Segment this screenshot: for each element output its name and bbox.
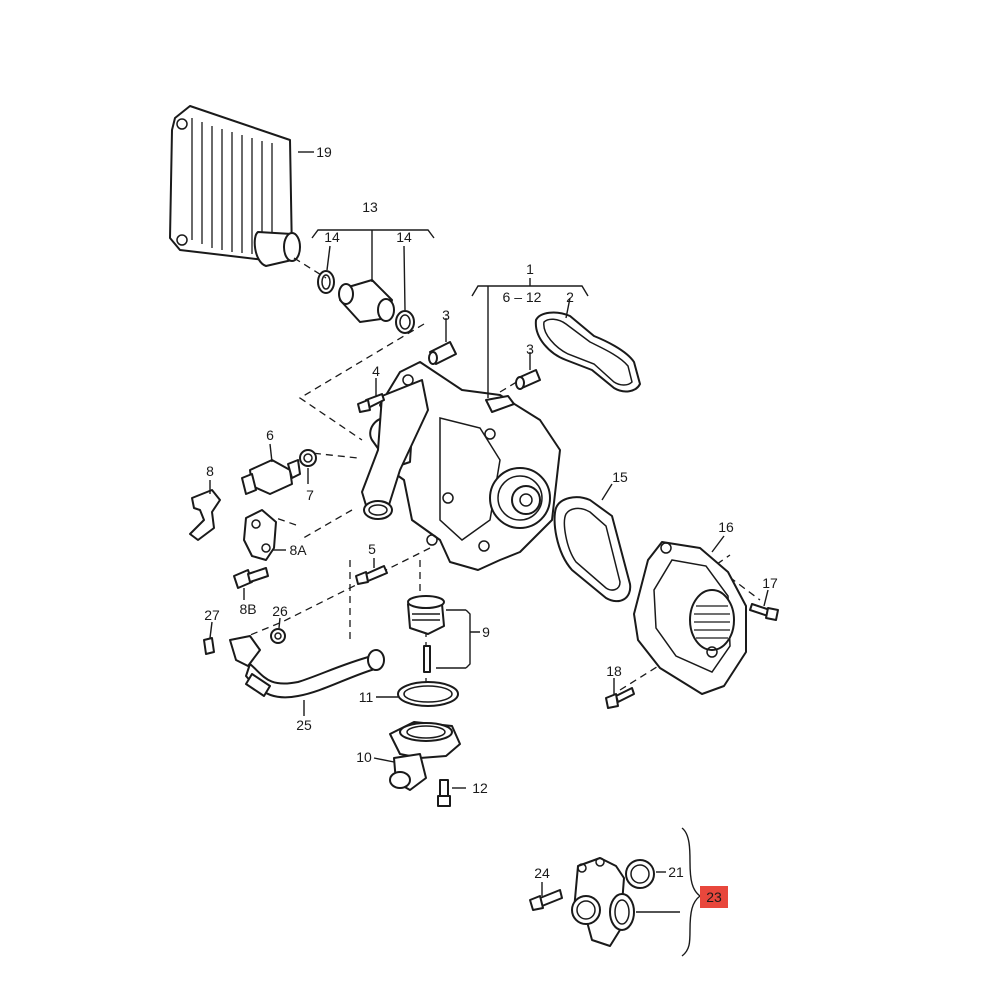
bolt-part-27 <box>203 621 215 655</box>
bolt-part-5 <box>355 558 388 585</box>
callout-25: 25 <box>296 717 312 733</box>
bolt-part-24 <box>529 882 563 911</box>
o-ring-part-11 <box>376 681 459 707</box>
bolt-part-8b <box>233 567 269 600</box>
callout-7: 7 <box>306 487 314 503</box>
bolt-part-17 <box>749 589 779 621</box>
dowel-pin-part-3b <box>515 352 541 390</box>
callout-9: 9 <box>482 624 490 640</box>
callout-26: 26 <box>272 603 288 619</box>
callout-27: 27 <box>204 607 220 623</box>
callout-10: 10 <box>356 749 372 765</box>
callout-14b: 14 <box>396 229 412 245</box>
clip-part-8 <box>189 480 221 541</box>
callout-13: 13 <box>362 199 378 215</box>
o-ring-part-26 <box>270 617 286 644</box>
gasket-part-2 <box>534 297 641 393</box>
callout-19: 19 <box>316 144 332 160</box>
thermostat-part-9 <box>407 595 480 673</box>
callout-15: 15 <box>612 469 628 485</box>
o-ring-part-21 <box>625 859 666 889</box>
drive-belt-part-15 <box>553 483 632 603</box>
callout-8: 8 <box>206 463 214 479</box>
callout-14a: 14 <box>324 229 340 245</box>
o-ring-part-14b <box>395 310 415 334</box>
coolant-flange-part-23 <box>571 857 680 947</box>
connector-part-13 <box>338 279 395 323</box>
callout-23: 23 <box>706 889 722 905</box>
callout-6-12: 6 – 12 <box>503 289 542 305</box>
bolt-part-4 <box>357 378 385 413</box>
callout-6: 6 <box>266 427 274 443</box>
flange-gasket-part-8a <box>243 509 286 561</box>
callout-8a: 8A <box>289 542 307 558</box>
o-ring-part-14a <box>317 270 335 294</box>
dowel-pin-part-3a <box>428 318 457 365</box>
coolant-pump-part-1 <box>361 361 561 571</box>
callout-16: 16 <box>718 519 734 535</box>
callout-21: 21 <box>668 864 684 880</box>
belt-cover-part-16 <box>633 535 747 695</box>
callout-17: 17 <box>762 575 778 591</box>
coolant-pipe-part-25 <box>229 635 385 716</box>
seal-part-7 <box>299 449 317 484</box>
callout-24: 24 <box>534 865 550 881</box>
callout-23-highlight[interactable]: 23 <box>700 886 728 908</box>
callout-1: 1 <box>526 261 534 277</box>
highlight-box <box>700 886 728 908</box>
callout-18: 18 <box>606 663 622 679</box>
bolt-part-18 <box>605 678 635 709</box>
callout-8b: 8B <box>239 601 256 617</box>
bolt-part-12 <box>437 779 466 807</box>
callout-2: 2 <box>566 289 574 305</box>
callout-11: 11 <box>359 689 374 705</box>
callout-4: 4 <box>372 363 380 379</box>
callout-5: 5 <box>368 541 376 557</box>
callout-12: 12 <box>472 780 488 796</box>
pump-pulley-part-1 <box>489 467 551 529</box>
thermostat-housing-part-10 <box>373 721 461 791</box>
callout-3b: 3 <box>526 341 534 357</box>
oil-cooler-part-19 <box>169 105 314 267</box>
callout-3a: 3 <box>442 307 450 323</box>
temperature-sensor-part-6 <box>241 443 301 495</box>
